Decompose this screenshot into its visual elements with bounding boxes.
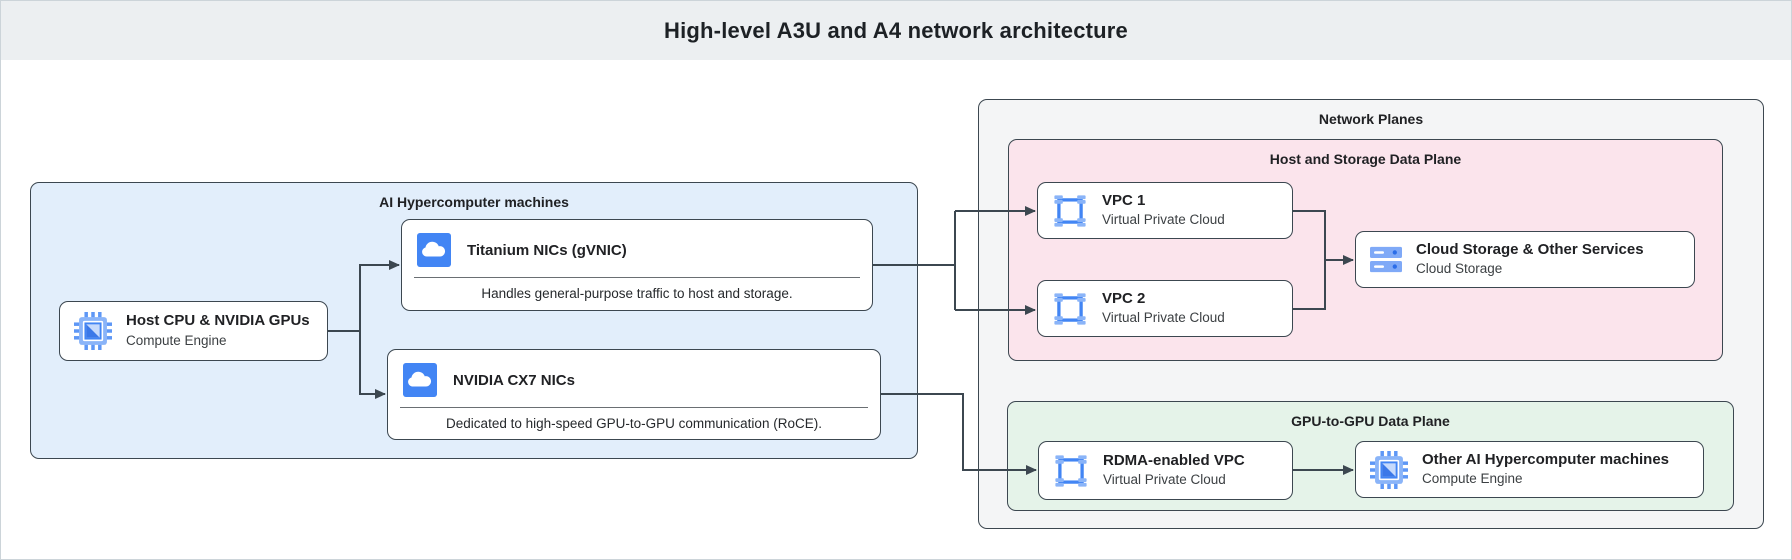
- group-gpu-plane-title: GPU-to-GPU Data Plane: [1291, 413, 1450, 429]
- vpc-icon: [1052, 193, 1088, 229]
- node-title: VPC 2: [1102, 289, 1146, 307]
- node-vpc1: VPC 1 Virtual Private Cloud: [1037, 182, 1293, 239]
- node-vpc2: VPC 2 Virtual Private Cloud: [1037, 280, 1293, 337]
- node-subtitle: Compute Engine: [1422, 471, 1523, 487]
- vpc-icon: [1052, 291, 1088, 327]
- group-ai-hypercomputer-title: AI Hypercomputer machines: [379, 194, 569, 210]
- node-title: RDMA-enabled VPC: [1103, 451, 1245, 469]
- divider: [414, 277, 860, 278]
- node-subtitle: Compute Engine: [126, 332, 227, 348]
- card-titanium-nics: Titanium NICs (gVNIC) Handles general-pu…: [401, 219, 873, 311]
- group-host-storage-plane-title: Host and Storage Data Plane: [1269, 151, 1462, 167]
- card-description: Handles general-purpose traffic to host …: [481, 286, 793, 301]
- node-subtitle: Virtual Private Cloud: [1102, 310, 1225, 326]
- page-header: High-level A3U and A4 network architectu…: [1, 1, 1791, 60]
- card-title: Titanium NICs (gVNIC): [467, 241, 627, 259]
- compute-engine-icon: [74, 312, 112, 350]
- node-subtitle: Virtual Private Cloud: [1102, 212, 1225, 228]
- compute-engine-icon: [1370, 450, 1408, 489]
- vpc-icon: [1053, 453, 1089, 489]
- cloud-nic-icon: [403, 363, 437, 397]
- node-cloud-storage: Cloud Storage & Other Services Cloud Sto…: [1355, 231, 1695, 288]
- card-title: NVIDIA CX7 NICs: [453, 371, 575, 389]
- node-host-cpu: Host CPU & NVIDIA GPUs Compute Engine: [59, 301, 328, 361]
- node-subtitle: Cloud Storage: [1416, 261, 1503, 277]
- card-cx7-nics: NVIDIA CX7 NICs Dedicated to high-speed …: [387, 349, 881, 440]
- node-rdma-vpc: RDMA-enabled VPC Virtual Private Cloud: [1038, 441, 1293, 500]
- node-subtitle: Virtual Private Cloud: [1103, 472, 1226, 488]
- node-title: VPC 1: [1102, 191, 1146, 209]
- group-network-planes-title: Network Planes: [1318, 111, 1424, 127]
- cloud-storage-icon: [1370, 246, 1402, 273]
- cloud-nic-icon: [417, 233, 451, 267]
- card-description: Dedicated to high-speed GPU-to-GPU commu…: [446, 416, 822, 431]
- divider: [400, 407, 868, 408]
- node-title: Cloud Storage & Other Services: [1416, 240, 1644, 258]
- node-title: Other AI Hypercomputer machines: [1422, 450, 1670, 468]
- node-title: Host CPU & NVIDIA GPUs: [126, 312, 310, 330]
- node-other-machines: Other AI Hypercomputer machines Compute …: [1355, 441, 1704, 498]
- page-title: High-level A3U and A4 network architectu…: [664, 17, 1128, 43]
